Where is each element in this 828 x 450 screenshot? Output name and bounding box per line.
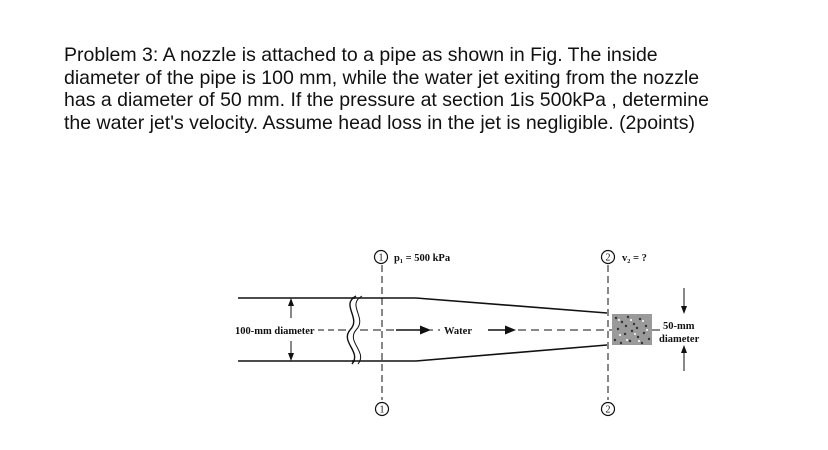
pipe-break-symbol-2 xyxy=(353,295,363,365)
section-2-bottom-marker xyxy=(600,401,616,417)
jet-diameter-line-1: 50-mm xyxy=(663,321,695,332)
section-1-top-number: 1 xyxy=(379,253,384,264)
section-2-bottom-number: 2 xyxy=(606,405,611,416)
problem-line-2: diameter of the pipe is 100 mm, while th… xyxy=(64,66,700,89)
problem-line-3: has a diameter of 50 mm. If the pressure… xyxy=(64,89,709,111)
problem-line-4: the water jet's velocity. Assume head lo… xyxy=(64,111,695,134)
pipe-break-symbol xyxy=(346,295,357,365)
flow-arrow-1-head xyxy=(420,325,431,335)
section-2-top-marker xyxy=(600,249,616,265)
section-1-bottom-number: 1 xyxy=(380,405,385,416)
velocity-label: v₂ = ? xyxy=(622,253,647,264)
pipe-dim-bottom-arrowhead xyxy=(288,353,294,361)
pipe-diameter-label: 100-mm diameter xyxy=(235,326,315,337)
flow-arrow-2-head xyxy=(505,325,516,335)
jet-diameter-line-2: diameter xyxy=(659,334,700,345)
water-jet-texture xyxy=(613,315,651,345)
jet-dim-bottom-arrowhead xyxy=(681,345,687,353)
water-label: Water xyxy=(444,326,472,337)
problem-statement: Problem 3: A nozzle is attached to a pip… xyxy=(64,44,784,134)
problem-line-1: Problem 3: A nozzle is attached to a pip… xyxy=(64,44,658,66)
water-jet-highlights xyxy=(618,319,648,342)
section-1-bottom-marker xyxy=(374,401,390,417)
section-2-top-number: 2 xyxy=(606,253,611,264)
section-1-top-marker xyxy=(373,249,389,265)
jet-dim-top-arrowhead xyxy=(681,306,687,314)
pipe-dim-top-arrowhead xyxy=(288,298,294,306)
pressure-label: p₁ = 500 kPa xyxy=(394,253,451,264)
nozzle-bottom-wall xyxy=(415,344,608,362)
nozzle-top-wall xyxy=(415,297,608,314)
